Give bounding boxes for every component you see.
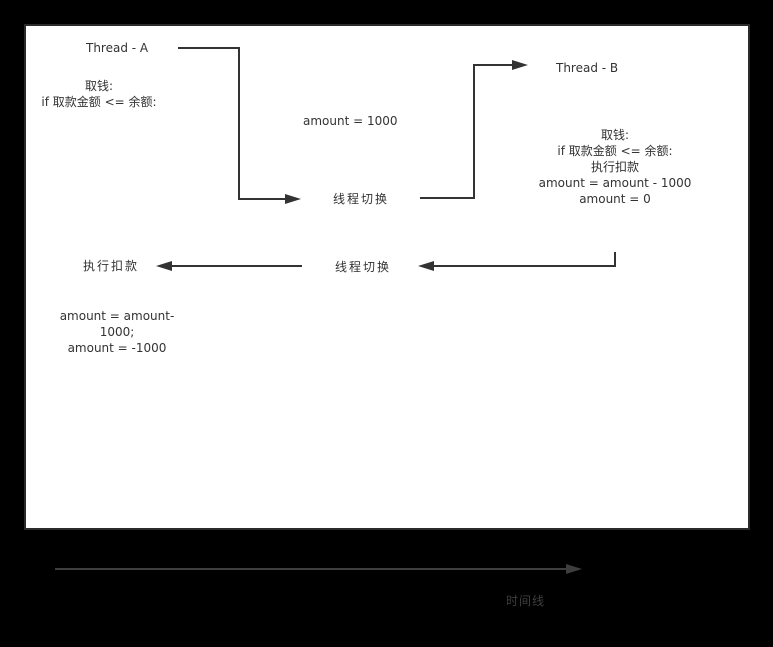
timeline-arrowhead-icon bbox=[566, 564, 582, 574]
arrow-switch2-to-a-hline bbox=[171, 265, 302, 267]
thread-b-action-line-5: amount = 0 bbox=[579, 192, 651, 206]
thread-b-title: Thread - B bbox=[556, 61, 619, 75]
thread-a-action-block: 取钱: if 取款金额 <= 余额: bbox=[40, 78, 158, 110]
arrow-a-to-switch-vline bbox=[238, 47, 240, 200]
arrow-b-to-switch2-vstub bbox=[614, 252, 616, 267]
diagram-panel bbox=[24, 24, 750, 530]
arrow-a-to-switch-hline-bottom bbox=[238, 198, 286, 200]
arrow-switch-to-b-hline-top bbox=[473, 64, 513, 66]
thread-b-action-line-2: if 取款金额 <= 余额: bbox=[557, 144, 673, 158]
arrow-a-to-switch-hline-top bbox=[178, 47, 240, 49]
arrow-b-to-switch2-arrowhead-icon bbox=[418, 261, 434, 271]
thread-b-action-line-3: 执行扣款 bbox=[590, 160, 639, 174]
arrow-switch-to-b-vline bbox=[473, 64, 475, 199]
thread-a-result-line-3: amount = -1000 bbox=[67, 341, 167, 355]
arrow-a-to-switch-arrowhead-icon bbox=[285, 194, 301, 204]
thread-a-result-line-1: amount = amount- bbox=[59, 309, 175, 323]
thread-a-result-block: amount = amount- 1000; amount = -1000 bbox=[44, 308, 190, 356]
switch-label-2: 线程切换 bbox=[335, 260, 392, 274]
thread-b-action-line-4: amount = amount - 1000 bbox=[538, 176, 692, 190]
thread-a-result-line-2: 1000; bbox=[99, 325, 135, 339]
arrow-switch2-to-a-arrowhead-icon bbox=[156, 261, 172, 271]
arrow-switch-to-b-arrowhead-icon bbox=[512, 60, 528, 70]
thread-b-action-block: 取钱: if 取款金额 <= 余额: 执行扣款 amount = amount … bbox=[534, 127, 696, 207]
arrow-b-to-switch2-hline bbox=[433, 265, 616, 267]
arrow-switch-to-b-hline-bottom bbox=[420, 197, 475, 199]
switch-label-1: 线程切换 bbox=[333, 192, 390, 206]
timeline-label: 时间线 bbox=[506, 594, 546, 608]
thread-a-title: Thread - A bbox=[86, 41, 149, 55]
thread-a-action-line-1: 取钱: bbox=[84, 79, 114, 93]
timeline-arrow-line bbox=[55, 568, 568, 570]
thread-b-action-line-1: 取钱: bbox=[600, 128, 630, 142]
thread-a-deduct-label: 执行扣款 bbox=[83, 259, 140, 273]
thread-a-action-line-2: if 取款金额 <= 余额: bbox=[41, 95, 157, 109]
initial-amount-text: amount = 1000 bbox=[303, 114, 398, 128]
